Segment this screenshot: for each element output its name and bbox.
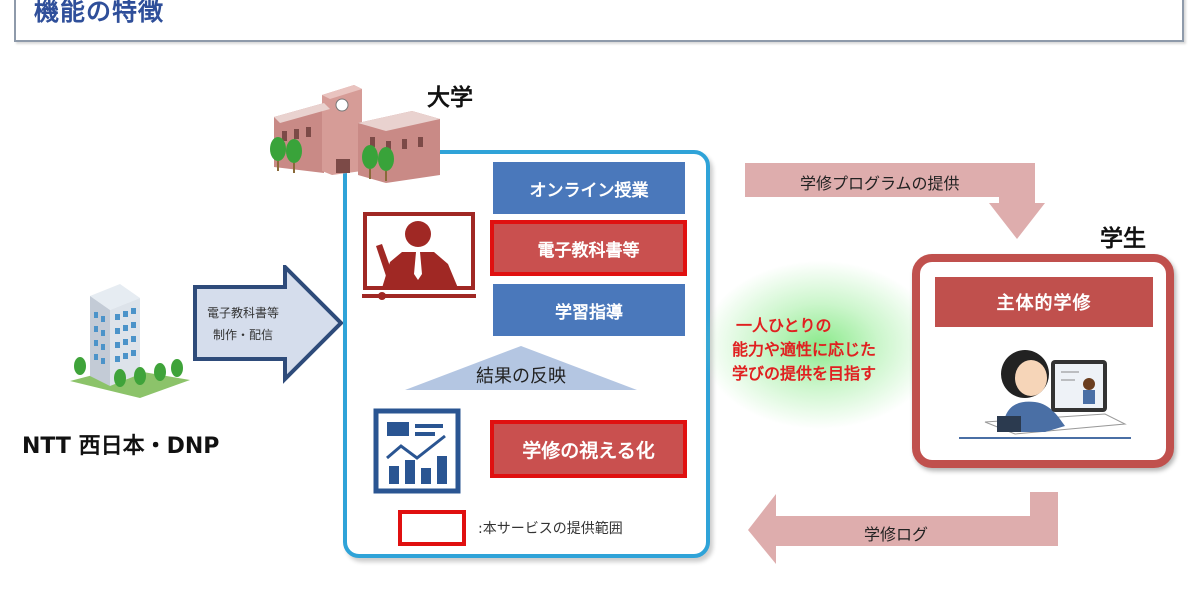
university-building-icon xyxy=(262,75,442,187)
service-e-textbook: 電子教科書等 xyxy=(490,220,687,276)
learning-visualization-box: 学修の視える化 xyxy=(490,420,687,478)
analytics-dashboard-icon xyxy=(373,408,461,494)
provider-arrow-text: 電子教科書等 制作・配信 xyxy=(198,302,288,346)
feedback-triangle xyxy=(403,344,639,392)
service-online-class: オンライン授業 xyxy=(493,162,685,214)
program-flow-label: 学修プログラムの提供 xyxy=(800,174,960,193)
scope-legend-text: :本サービスの提供範囲 xyxy=(478,521,623,537)
learning-log-arrow xyxy=(748,492,1060,564)
provider-label: NTT 西日本・DNP xyxy=(22,434,220,459)
provider-arrow-line1: 電子教科書等 xyxy=(206,306,279,320)
goal-line-2: 能力や適性に応じた xyxy=(732,340,877,359)
student-tablet-icon xyxy=(955,340,1135,440)
university-label: 大学 xyxy=(427,85,473,111)
page-title: 機能の特徴 xyxy=(34,0,165,26)
provider-delivery-arrow xyxy=(193,262,344,389)
student-header: 主体的学修 xyxy=(935,277,1153,327)
learning-log-label: 学修ログ xyxy=(864,525,929,544)
scope-legend-swatch xyxy=(398,510,466,546)
goal-line-3: 学びの提供を目指す xyxy=(732,364,877,383)
feedback-label: 結果の反映 xyxy=(476,366,566,387)
service-learning-guidance: 学習指導 xyxy=(493,284,685,336)
program-flow-arrow xyxy=(745,163,1045,253)
student-label: 学生 xyxy=(1100,226,1146,252)
office-building-icon xyxy=(60,276,200,406)
goal-line-1: 一人ひとりの xyxy=(736,316,832,335)
online-lecture-icon xyxy=(362,212,476,304)
title-frame xyxy=(14,0,1184,42)
goal-message: 一人ひとりの 能力や適性に応じた 学びの提供を目指す xyxy=(732,314,912,386)
provider-arrow-line2: 制作・配信 xyxy=(212,328,273,342)
goal-glow xyxy=(700,260,940,430)
